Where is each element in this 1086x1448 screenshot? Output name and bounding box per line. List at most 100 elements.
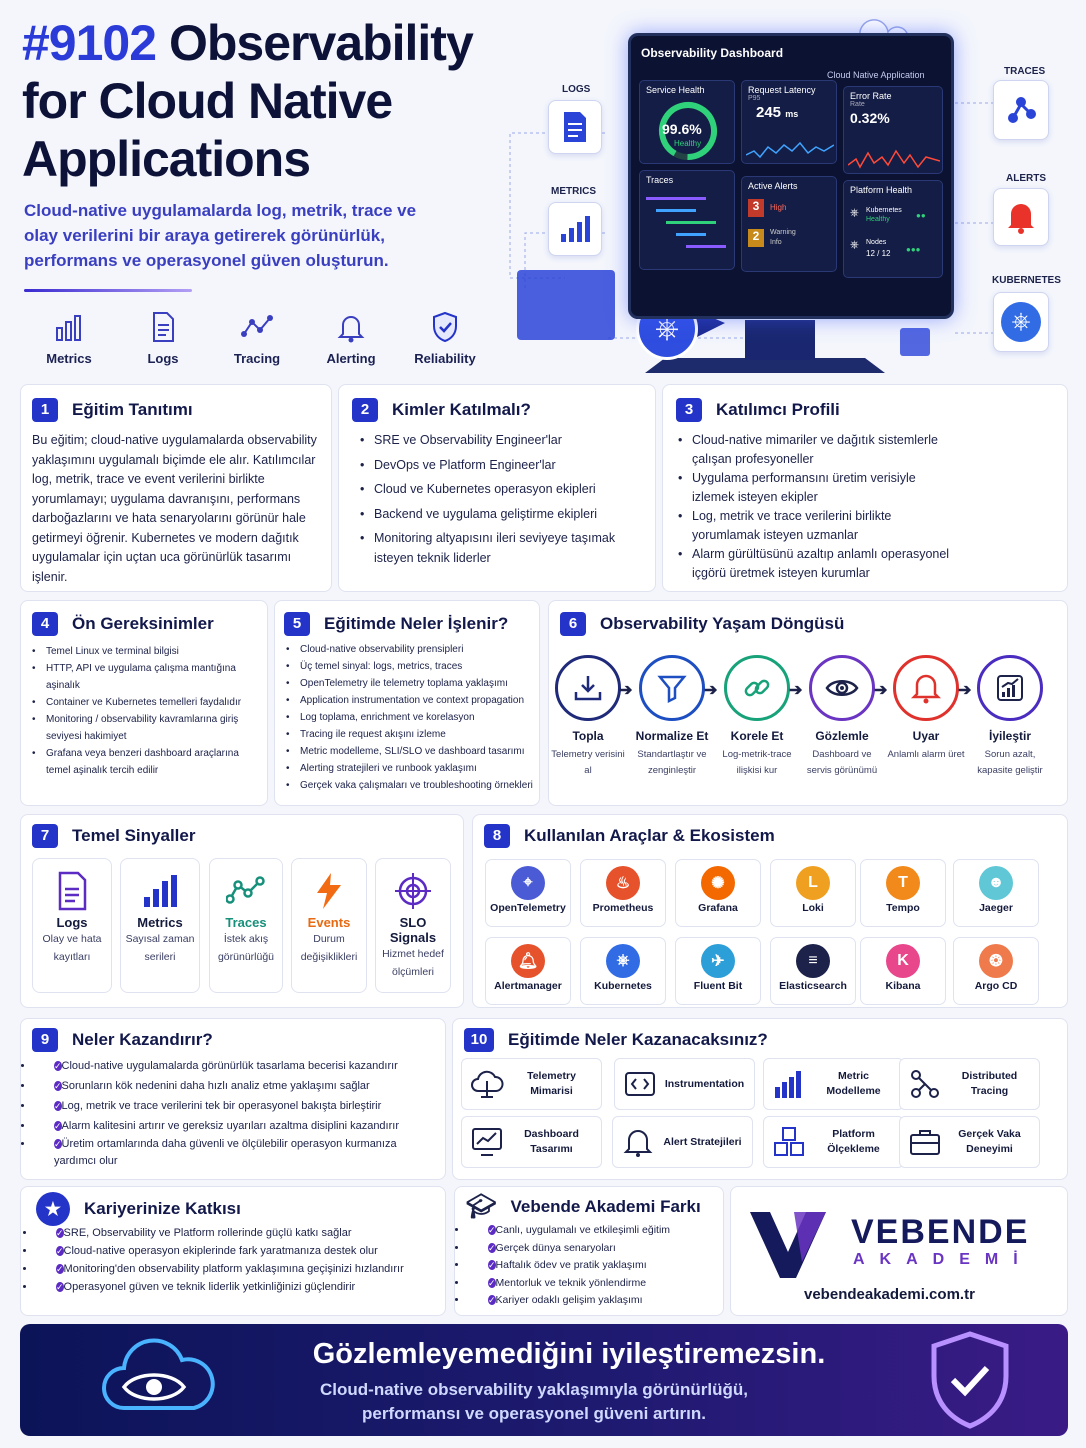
k8s-status: Healthy <box>866 216 890 223</box>
list-item: DevOps ve Platform Engineer'lar <box>358 456 648 476</box>
alerts-tile <box>993 188 1049 246</box>
nodes-value: 12 / 12 <box>866 249 891 258</box>
tool-opentelemetry: ⌖OpenTelemetry <box>485 859 571 927</box>
list-item: Kariyer odaklı gelişim yaklaşımı <box>468 1292 718 1310</box>
signal-desc: Durum değişiklikleri <box>300 933 358 963</box>
panel-label: Platform Health <box>850 185 913 195</box>
step-title: Uyar <box>912 729 940 743</box>
section-title: Observability Yaşam Döngüsü <box>600 614 845 633</box>
pill-label: Logs <box>147 351 179 366</box>
panel-label: Service Health <box>646 85 705 95</box>
step-circle <box>893 655 959 721</box>
bar-chart-icon <box>561 216 590 242</box>
list-item: Cloud ve Kubernetes operasyon ekipleri <box>358 480 648 500</box>
section-title: Eğitim Tanıtımı <box>72 400 193 419</box>
document-icon <box>153 312 174 342</box>
step-circle <box>555 655 621 721</box>
vebende-logo <box>750 1212 826 1278</box>
panel-label: Active Alerts <box>748 181 798 191</box>
signal-title: SLO Signals <box>389 915 437 945</box>
panel-sublabel: Rate <box>850 101 865 108</box>
brand-url: vebendeakademi.com.tr <box>804 1286 975 1303</box>
signal-title: Logs <box>56 915 88 930</box>
health-gauge <box>659 102 717 160</box>
signal-desc: Hizmet hedef ölçümleri <box>382 948 444 978</box>
dashboard-title: Observability Dashboard <box>641 46 784 60</box>
traces-label: TRACES <box>1004 66 1046 77</box>
tool-argocd: ❂Argo CD <box>953 937 1039 1005</box>
tool-name: Alertmanager <box>494 980 562 992</box>
signal-title: Events <box>307 915 351 930</box>
gain-realcase: Gerçek Vaka Deneyimi <box>899 1116 1040 1168</box>
section-title: Kariyerinize Katkısı <box>84 1199 241 1218</box>
error-rate-panel: Error Rate Rate 0.32% <box>843 86 943 174</box>
dashboard-app: Cloud Native Application <box>827 70 925 80</box>
section-title: Kimler Katılmalı? <box>392 400 531 419</box>
step-desc: Dashboard ve servis görünümü <box>806 749 878 776</box>
health-status: Healthy <box>674 139 702 148</box>
error-sparkline <box>848 149 940 169</box>
bell-icon: 🔔︎ <box>511 944 545 978</box>
arrow-icon: ➔ <box>704 682 718 699</box>
list-item: Alerting stratejileri ve runbook yaklaşı… <box>284 760 536 777</box>
prereq-list: Temel Linux ve terminal bilgisi HTTP, AP… <box>30 643 260 779</box>
tool-name: Prometheus <box>592 902 654 914</box>
list-item: HTTP, API ve uygulama çalışma mantığına … <box>30 660 260 694</box>
step-circle <box>724 655 790 721</box>
list-item: Üç temel sinyal: logs, metrics, traces <box>284 658 536 675</box>
bar-chart-icon <box>144 875 177 907</box>
kibana-icon: K <box>886 944 920 978</box>
gain-label: Gerçek Vaka Deneyimi <box>958 1128 1021 1155</box>
alert-high-count: 3 <box>748 199 764 217</box>
service-health-panel: Service Health 99.6% Healthy <box>639 80 735 164</box>
panel-sublabel: P95 <box>748 95 761 102</box>
section-title: Eğitimde Neler Kazanacaksınız? <box>508 1030 768 1049</box>
grafana-icon: ✺ <box>701 866 735 900</box>
pill-metrics: Metrics <box>22 310 116 370</box>
bell-icon <box>1008 204 1034 234</box>
bird-icon: ✈ <box>701 944 735 978</box>
alert-warn-count: 2 <box>748 229 764 247</box>
gain-label: Telemetry Mimarisi <box>527 1070 576 1097</box>
course-number: #9102 <box>22 15 157 71</box>
audience-list: SRE ve Observability Engineer'lar DevOps… <box>358 431 648 568</box>
traces-panel: Traces <box>639 170 735 270</box>
list-item: Tracing ile request akışını izleme <box>284 726 536 743</box>
step-title: Normalize Et <box>635 729 709 743</box>
step-desc: Anlamlı alarm üret <box>887 749 965 760</box>
tool-elasticsearch: ≡Elasticsearch <box>770 937 856 1005</box>
trace-waterfall <box>646 197 726 248</box>
step-title: Topla <box>572 729 604 743</box>
tool-name: OpenTelemetry <box>490 902 566 914</box>
list-item: Backend ve uygulama geliştirme ekipleri <box>358 505 648 525</box>
metrics-label: METRICS <box>551 186 596 197</box>
section-number: 1 <box>32 398 58 422</box>
status-dots: ●●● <box>906 245 921 254</box>
step-circle <box>977 655 1043 721</box>
trace-path-icon <box>226 876 265 904</box>
pill-alerting: Alerting <box>304 310 398 370</box>
list-item: Mentorluk ve teknik yönlendirme <box>468 1275 718 1293</box>
kubernetes-icon: ⎈ <box>1001 302 1041 342</box>
list-item: Monitoring'den observability platform ya… <box>36 1260 436 1278</box>
briefcase-icon <box>910 1130 940 1155</box>
gain-dashboard: Dashboard Tasarımı <box>461 1116 602 1168</box>
list-item: Operasyonel güven ve teknik liderlik yet… <box>36 1278 436 1296</box>
list-item: Monitoring / observability kavramlarına … <box>30 711 260 745</box>
pill-tracing: Tracing <box>210 310 304 370</box>
panel-label: Request Latency <box>748 85 816 95</box>
list-item: Sorunların kök nedenini daha hızlı anali… <box>34 1076 434 1096</box>
k8s-text: Kubernetes <box>866 207 902 214</box>
gain-label: Metric Modelleme <box>826 1070 881 1097</box>
benefits-list: Cloud-native uygulamalarda görünürlük ta… <box>34 1056 434 1170</box>
